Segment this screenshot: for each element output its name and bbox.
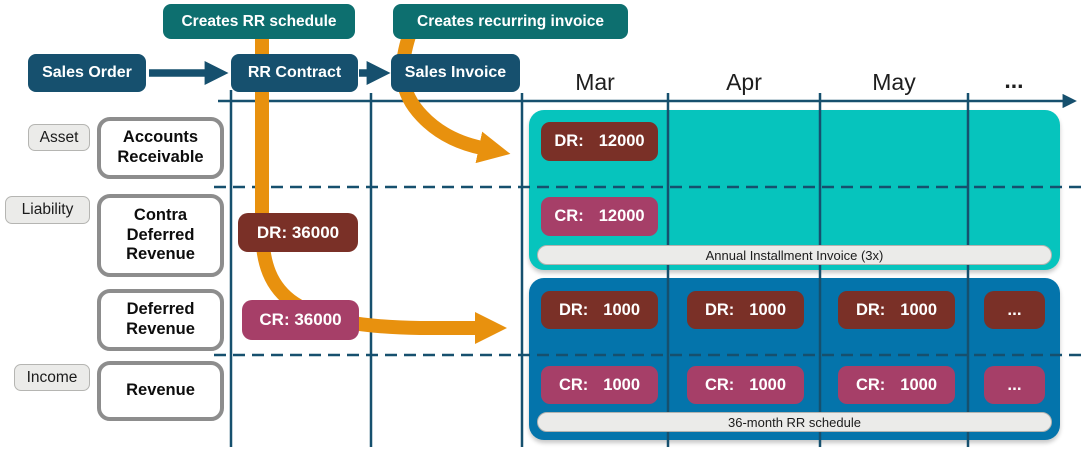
entry-schedule-debit-ellipsis: ...: [984, 291, 1045, 329]
rr-schedule-caption: 36-month RR schedule: [537, 412, 1052, 432]
badge-creates-rr-schedule: Creates RR schedule: [163, 4, 355, 39]
month-ellipsis-text: ...: [1004, 66, 1024, 93]
entry-invoice-credit-12000: CR: 12000: [541, 197, 658, 236]
month-label-apr: Apr: [668, 68, 820, 96]
schedule-debit-mar-value: 1000: [603, 300, 641, 319]
schedule-debit-apr-label: DR:: [704, 300, 735, 319]
schedule-credit-mar-label: CR:: [558, 375, 589, 394]
schedule-debit-may-value: 1000: [900, 300, 938, 319]
month-may-text: May: [872, 68, 916, 95]
column-grid-lines: [229, 90, 970, 447]
row-dashed-lines: [214, 185, 1081, 357]
entry-schedule-credit-mar: CR: 1000: [541, 366, 658, 404]
entry-schedule-debit-mar: DR: 1000: [541, 291, 658, 329]
deferred-revenue-text: Deferred Revenue: [126, 300, 195, 338]
invoice-credit-value: 12000: [598, 207, 645, 225]
entry-schedule-credit-ellipsis: ...: [984, 366, 1045, 404]
arrow-invoice-to-annual-region: [395, 33, 511, 164]
entry-schedule-credit-apr: CR: 1000: [687, 366, 804, 404]
schedule-debit-may-label: DR:: [855, 300, 886, 319]
category-label-asset: Asset: [28, 124, 90, 151]
badge-creates-rr-schedule-label: Creates RR schedule: [181, 12, 337, 30]
accounts-receivable-text: Accounts Receivable: [117, 128, 204, 166]
schedule-debit-apr-value: 1000: [749, 300, 787, 319]
annual-invoice-caption-text: Annual Installment Invoice (3x): [705, 247, 884, 263]
schedule-credit-apr-value: 1000: [749, 375, 787, 394]
account-box-deferred-revenue: Deferred Revenue: [97, 289, 224, 351]
flow-box-sales-invoice: Sales Invoice: [391, 54, 520, 92]
rr-schedule-caption-text: 36-month RR schedule: [728, 414, 861, 430]
revenue-text: Revenue: [126, 381, 195, 400]
badge-creates-recurring-invoice-label: Creates recurring invoice: [417, 12, 604, 30]
schedule-debit-mar-label: DR:: [558, 300, 589, 319]
schedule-credit-apr-label: CR:: [704, 375, 735, 394]
month-apr-text: Apr: [726, 68, 762, 95]
invoice-credit-label: CR:: [554, 207, 584, 225]
invoice-debit-label: DR:: [554, 132, 584, 150]
schedule-credit-ellipsis-text: ...: [1007, 375, 1022, 394]
asset-label-text: Asset: [39, 128, 79, 146]
account-box-accounts-receivable: Accounts Receivable: [97, 117, 224, 179]
entry-contract-debit-36000: DR: 36000: [238, 213, 358, 252]
entry-schedule-debit-apr: DR: 1000: [687, 291, 804, 329]
schedule-debit-ellipsis-text: ...: [1007, 300, 1022, 319]
annual-invoice-caption: Annual Installment Invoice (3x): [537, 245, 1052, 265]
sales-order-label: Sales Order: [42, 64, 132, 81]
schedule-credit-may-value: 1000: [900, 375, 938, 394]
schedule-credit-mar-value: 1000: [603, 375, 641, 394]
month-label-mar: Mar: [522, 68, 668, 96]
badge-creates-recurring-invoice: Creates recurring invoice: [393, 4, 628, 39]
rr-contract-label: RR Contract: [247, 64, 342, 81]
entry-invoice-debit-12000: DR: 12000: [541, 122, 658, 161]
invoice-debit-value: 12000: [598, 132, 645, 150]
flow-box-rr-contract: RR Contract: [231, 54, 358, 92]
contract-credit-text: CR: 36000: [259, 310, 342, 329]
entry-schedule-credit-may: CR: 1000: [838, 366, 955, 404]
contra-deferred-revenue-text: Contra Deferred Revenue: [126, 205, 195, 264]
category-label-liability: Liability: [5, 196, 90, 224]
month-mar-text: Mar: [575, 68, 615, 95]
category-label-income: Income: [14, 364, 90, 391]
entry-contract-credit-36000: CR: 36000: [242, 300, 359, 340]
entry-schedule-debit-may: DR: 1000: [838, 291, 955, 329]
contract-debit-text: DR: 36000: [256, 222, 340, 242]
account-box-contra-deferred-revenue: Contra Deferred Revenue: [97, 194, 224, 277]
schedule-credit-may-label: CR:: [855, 375, 886, 394]
flow-box-sales-order: Sales Order: [28, 54, 146, 92]
sales-invoice-label: Sales Invoice: [404, 64, 507, 81]
account-box-revenue: Revenue: [97, 361, 224, 421]
month-label-ellipsis: ...: [968, 66, 1060, 94]
month-label-may: May: [820, 68, 968, 96]
income-label-text: Income: [26, 368, 78, 386]
liability-label-text: Liability: [21, 201, 74, 218]
